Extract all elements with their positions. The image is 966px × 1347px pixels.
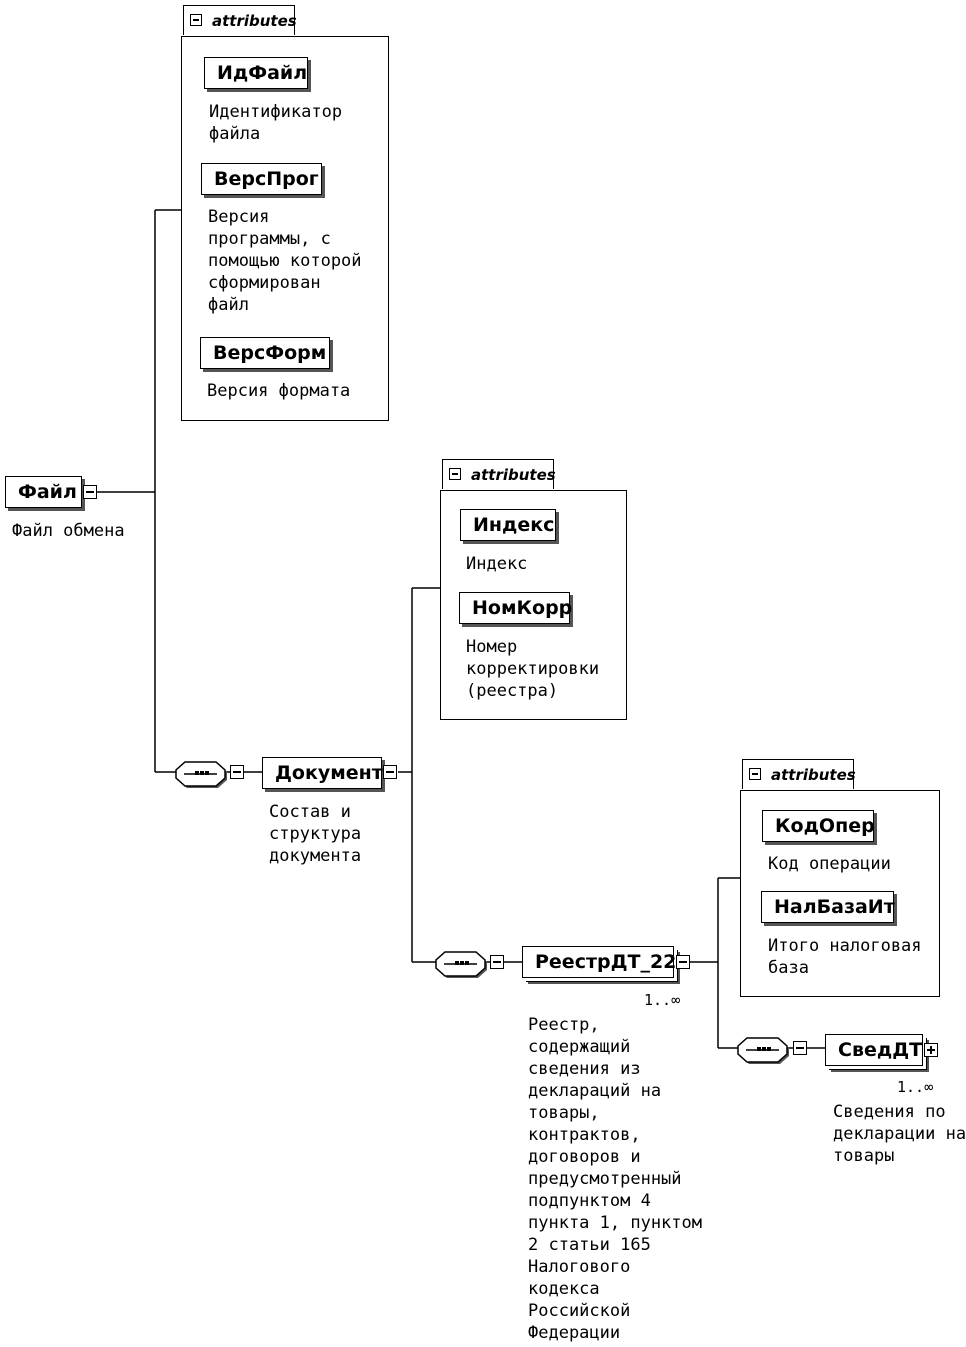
- attribute-description: Индекс: [466, 554, 528, 574]
- sequence-compositor-1[interactable]: [175, 761, 227, 788]
- attribute-kodoper[interactable]: КодОпер: [762, 810, 875, 842]
- element-description: Реестр, содержащий сведения из деклараци…: [528, 1015, 702, 1343]
- attribute-name: НалБазаИт: [774, 896, 895, 918]
- compositor-2-collapse-icon[interactable]: [490, 955, 504, 969]
- attribute-versprog[interactable]: ВерсПрог: [201, 163, 322, 195]
- collapse-icon[interactable]: [749, 768, 761, 780]
- collapse-icon[interactable]: [449, 468, 461, 480]
- attribute-nomkorr[interactable]: НомКорр: [459, 592, 573, 624]
- element-sveddt[interactable]: СведДТ: [825, 1034, 923, 1066]
- attribute-description: Код операции: [768, 854, 891, 874]
- compositor-1-collapse-icon[interactable]: [230, 765, 244, 779]
- attribute-name: ВерсПрог: [214, 168, 319, 190]
- sequence-compositor-3[interactable]: [737, 1037, 789, 1064]
- element-registry-dt22[interactable]: РеестрДТ_22: [522, 946, 677, 978]
- attribute-description: Версия формата: [207, 381, 351, 401]
- file-attributes-tab[interactable]: attributes: [183, 5, 297, 35]
- element-name: Файл: [18, 481, 77, 503]
- document-collapse-icon[interactable]: [383, 765, 397, 779]
- attributes-label: attributes: [771, 766, 856, 784]
- root-element-file[interactable]: Файл: [5, 476, 82, 508]
- registry-collapse-icon[interactable]: [676, 955, 690, 969]
- attribute-name: ИдФайл: [217, 62, 308, 84]
- attribute-name: ВерсФорм: [213, 342, 327, 364]
- element-name: РеестрДТ_22: [535, 951, 677, 973]
- file-collapse-icon[interactable]: [83, 485, 97, 499]
- element-name: СведДТ: [838, 1039, 923, 1061]
- attribute-description: Итого налоговая база: [768, 936, 922, 978]
- element-description: Файл обмена: [12, 521, 125, 541]
- document-attributes-tab[interactable]: attributes: [442, 459, 556, 489]
- element-name: Документ: [275, 762, 383, 784]
- attribute-index[interactable]: Индекс: [460, 509, 556, 541]
- attributes-label: attributes: [212, 12, 297, 30]
- compositor-3-collapse-icon[interactable]: [793, 1041, 807, 1055]
- registry-attributes-tab[interactable]: attributes: [742, 759, 856, 789]
- attribute-nalbazait[interactable]: НалБазаИт: [761, 891, 895, 923]
- attribute-name: Индекс: [473, 514, 555, 536]
- collapse-icon[interactable]: [190, 14, 202, 26]
- attribute-versform[interactable]: ВерсФорм: [200, 337, 330, 369]
- sequence-compositor-2[interactable]: [435, 951, 487, 978]
- sveddt-expand-icon[interactable]: [924, 1043, 938, 1057]
- attribute-description: Номер корректировки (реестра): [466, 637, 600, 701]
- cardinality: 1..∞: [897, 1078, 934, 1096]
- attributes-label: attributes: [471, 466, 556, 484]
- element-document[interactable]: Документ: [262, 757, 383, 789]
- attribute-name: НомКорр: [472, 597, 573, 619]
- element-description: Состав и структура документа: [269, 802, 362, 866]
- attribute-idfile[interactable]: ИдФайл: [204, 57, 308, 89]
- element-description: Сведения по декларации на товары: [833, 1102, 966, 1166]
- attribute-description: Идентификатор файла: [209, 102, 343, 144]
- attribute-name: КодОпер: [775, 815, 875, 837]
- attribute-description: Версия программы, с помощью которой сфор…: [208, 207, 362, 315]
- cardinality: 1..∞: [644, 991, 681, 1009]
